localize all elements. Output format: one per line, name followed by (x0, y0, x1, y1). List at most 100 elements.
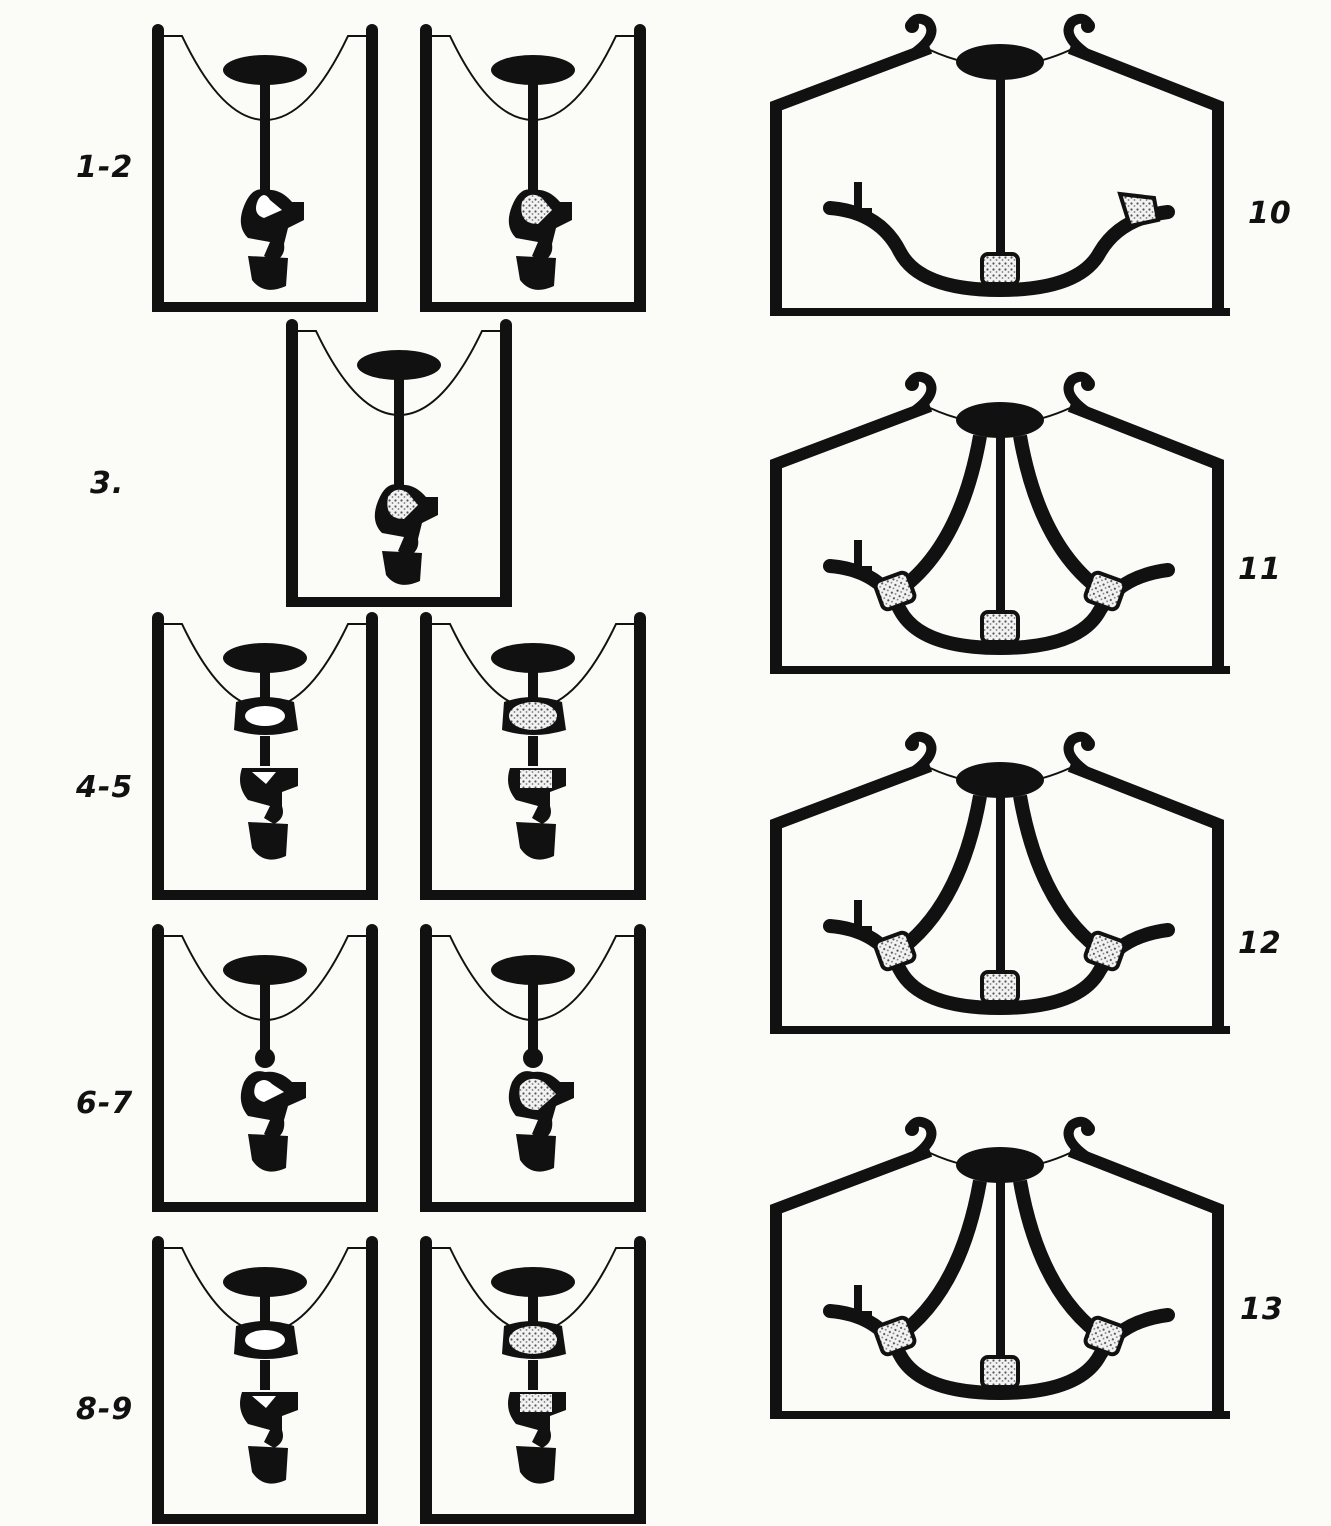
bead-shape (255, 1048, 275, 1068)
upper-body-shape (240, 189, 304, 262)
lens-oval-shape (223, 55, 307, 85)
right-hook-tip-shape (1081, 1122, 1095, 1136)
cup-floor-shape (152, 890, 378, 900)
cup-left-post-shape (420, 24, 432, 36)
right-bulge-shape (1083, 570, 1127, 612)
cup-right-post-shape (634, 612, 646, 624)
stippled-lower-shape (520, 1394, 552, 1412)
cup-right-post-shape (634, 24, 646, 36)
left-spike-base-shape (842, 208, 872, 214)
left-hook-tip-shape (905, 737, 919, 751)
dome-floor-shape (770, 308, 1230, 316)
cup-left-post-shape (152, 924, 164, 936)
left-spike-base-shape (842, 566, 872, 572)
left-branch-shape (890, 434, 987, 600)
left-hook-tip-shape (905, 19, 919, 33)
panel-8 (152, 1236, 378, 1524)
panel-7 (420, 924, 646, 1212)
stem-shape (528, 84, 538, 204)
center-stem-shape (996, 78, 1005, 268)
left-spike-shape (854, 182, 862, 212)
label-panel-8-9: 8-9 (76, 1392, 134, 1427)
cradle-trough-shape (823, 201, 1175, 298)
right-hook-tip-shape (1081, 19, 1095, 33)
cup-right-post-shape (500, 319, 512, 331)
stem-shape (260, 672, 270, 698)
lens-oval-shape (956, 1147, 1044, 1183)
lens-oval-shape (491, 55, 575, 85)
hollow-lower-shape (252, 772, 276, 784)
stippled-bulge-shape (387, 489, 418, 519)
right-branch-shape (1013, 1179, 1110, 1345)
cup-left-wall-shape (152, 1242, 164, 1524)
lens-oval-shape (357, 350, 441, 380)
right-branch-shape (1013, 794, 1110, 960)
dome-outline-shape (770, 760, 1224, 1030)
left-hook-tip-shape (905, 377, 919, 391)
label-panel-3: 3. (90, 466, 125, 501)
cup-floor-shape (152, 1202, 378, 1212)
stem-shape (394, 379, 404, 499)
cup-left-post-shape (152, 24, 164, 36)
hollow-core-shape (254, 1080, 284, 1102)
cup-left-wall-shape (420, 30, 432, 312)
label-panel-12: 12 (1238, 926, 1282, 961)
stem-shape (260, 1296, 270, 1322)
right-bulge-shape (1083, 1315, 1127, 1357)
dark-lower-lobe-shape (248, 256, 288, 290)
panel-1 (152, 24, 378, 312)
label-panel-1-2: 1-2 (76, 150, 134, 185)
cup-left-wall-shape (420, 1242, 432, 1524)
cup-right-post-shape (634, 924, 646, 936)
label-panel-13: 13 (1240, 1292, 1284, 1327)
stem-shape (260, 84, 270, 204)
left-branch-shape (890, 794, 987, 960)
dark-lower-lobe-shape (248, 1134, 288, 1172)
cup-right-post-shape (366, 24, 378, 36)
cup-right-wall-shape (366, 1242, 378, 1524)
center-bulge-shape (980, 1355, 1020, 1389)
dome-outline-shape (770, 400, 1224, 670)
center-stem-shape (996, 1181, 1005, 1371)
neck-shape (528, 736, 538, 766)
hollow-lower-shape (252, 1396, 276, 1408)
lens-oval-shape (956, 762, 1044, 798)
stippled-upper-shape (509, 1326, 557, 1354)
stem-shape (260, 984, 270, 1054)
left-spike-shape (854, 900, 862, 930)
bead-shape (523, 1048, 543, 1068)
lens-oval-shape (223, 643, 307, 673)
lens-oval-shape (223, 955, 307, 985)
right-branch-shape (1013, 434, 1110, 600)
label-panel-10: 10 (1248, 196, 1292, 231)
cup-floor-shape (420, 1202, 646, 1212)
cup-left-post-shape (420, 924, 432, 936)
stippled-upper-shape (509, 702, 557, 730)
left-hook-tip-shape (905, 1122, 919, 1136)
cup-right-post-shape (634, 1236, 646, 1248)
cup-left-wall-shape (152, 30, 164, 312)
right-bulge-shape (1117, 191, 1161, 229)
hollow-upper-shape (245, 706, 285, 726)
cup-left-wall-shape (152, 930, 164, 1212)
stippled-lower-shape (520, 770, 552, 788)
left-spike-shape (854, 540, 862, 570)
right-hook-tip-shape (1081, 377, 1095, 391)
dark-lower-lobe-shape (516, 256, 556, 290)
left-spike-base-shape (842, 1311, 872, 1317)
label-panel-6-7: 6-7 (76, 1086, 134, 1121)
left-bulge-shape (873, 1315, 917, 1357)
cup-right-wall-shape (634, 930, 646, 1212)
center-bulge-shape (980, 252, 1020, 286)
cup-right-wall-shape (366, 30, 378, 312)
center-stem-shape (996, 436, 1005, 626)
panel-13 (770, 1116, 1230, 1419)
mid-body-shape (240, 768, 298, 824)
cup-right-post-shape (366, 924, 378, 936)
dome-outline-shape (770, 42, 1224, 312)
label-panel-11: 11 (1238, 552, 1282, 587)
stem-shape (528, 984, 538, 1054)
cup-floor-shape (420, 302, 646, 312)
cup-left-wall-shape (420, 618, 432, 900)
